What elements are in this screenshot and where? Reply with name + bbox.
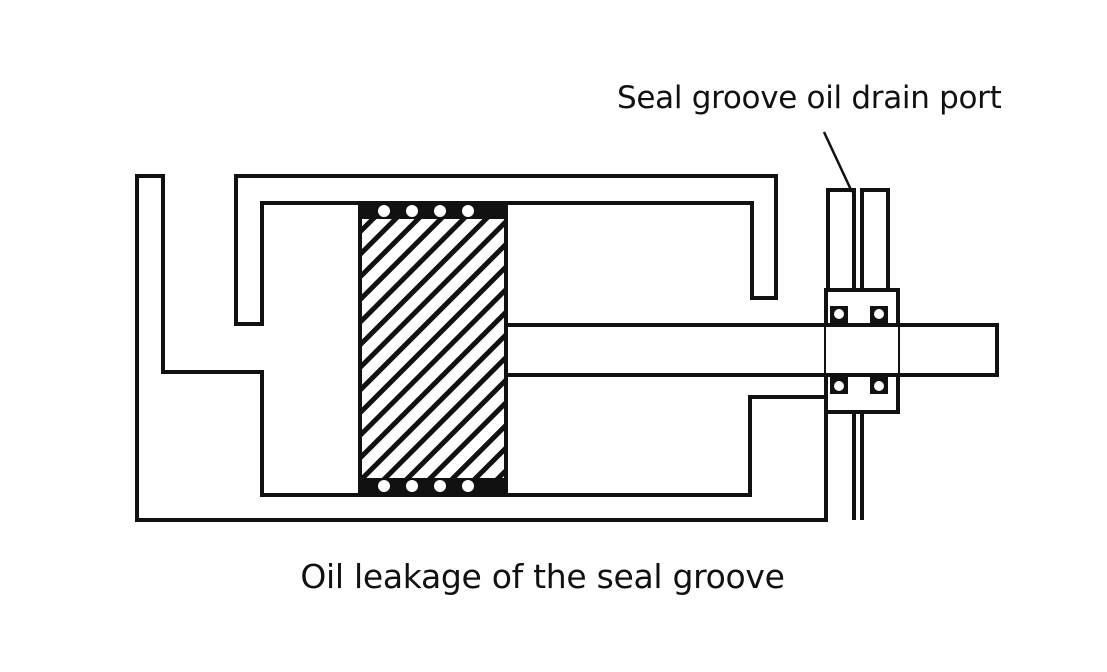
- drain-port: [826, 188, 890, 520]
- piston-top-seals: [360, 203, 506, 219]
- drain-port-label: Seal groove oil drain port: [617, 80, 1002, 116]
- diagram-caption: Oil leakage of the seal groove: [300, 557, 785, 596]
- gland-seals: [830, 306, 888, 394]
- cylinder-body-outline: [135, 174, 828, 522]
- piston-hatched: [358, 201, 508, 497]
- rod-gland: [824, 288, 900, 414]
- drain-port-leader-line: [822, 131, 854, 193]
- piston-rod: [504, 323, 999, 377]
- piston-bottom-seals: [360, 478, 506, 495]
- oil-channel-outline: [234, 174, 778, 326]
